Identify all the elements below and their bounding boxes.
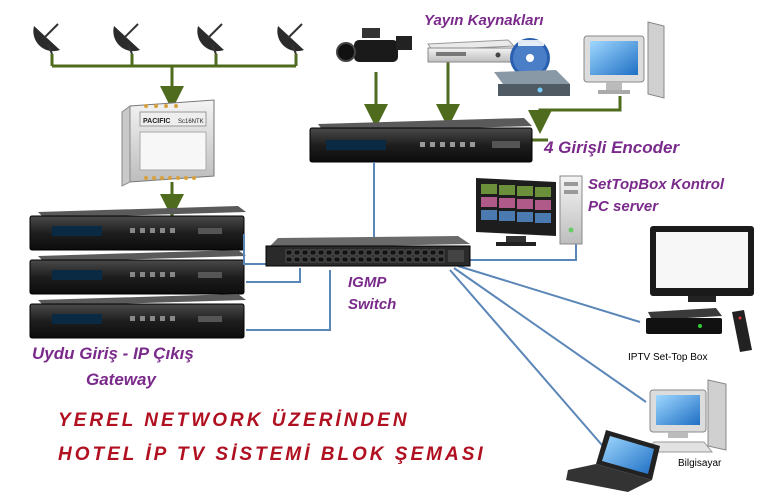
desktop-computer-icon <box>583 21 665 99</box>
camcorder-icon <box>336 28 412 62</box>
multi-view-monitor-icon <box>476 178 556 246</box>
igmp-switch-device <box>265 236 471 267</box>
multiswitch-brand: PACIFIC <box>143 118 170 125</box>
bluray-disc-icon <box>510 38 550 78</box>
dvd-player-icon <box>427 39 516 63</box>
title-line-2: HOTEL İP TV SİSTEMİ BLOK ŞEMASI <box>58 444 486 465</box>
label-settopbox-kontrol: SetTopBox Kontrol <box>588 176 725 193</box>
desktop-computer-icon <box>644 379 727 453</box>
label-iptv-set-top-box: IPTV Set-Top Box <box>628 352 708 363</box>
gateway-rack-unit <box>29 250 246 295</box>
set-top-box-icon <box>646 308 722 334</box>
label-gateway: Gateway <box>86 370 156 389</box>
laptop-icon <box>566 430 660 492</box>
label-uydu-giris: Uydu Giriş - IP Çıkış <box>32 344 194 363</box>
satellite-cabling <box>50 54 622 218</box>
label-encoder: 4 Girişli Encoder <box>544 138 680 157</box>
multiswitch-model: Sc16NTK <box>178 119 204 125</box>
label-pc-server: PC server <box>588 198 659 215</box>
label-yayin-kaynaklari: Yayın Kaynakları <box>424 12 544 29</box>
pc-tower-icon <box>559 175 583 245</box>
network-cabling <box>243 162 647 453</box>
television-icon <box>650 226 754 302</box>
satellite-dish-icon <box>33 23 60 55</box>
label-switch: Switch <box>348 296 397 313</box>
encoder-rack-unit <box>309 118 533 163</box>
gateway-rack-unit <box>29 294 246 339</box>
satellite-dish-icon <box>113 23 140 55</box>
satellite-dish-icon <box>277 23 304 55</box>
multiswitch-device: PACIFIC Sc16NTK <box>121 99 215 187</box>
satellite-dish-icon <box>197 23 224 55</box>
label-bilgisayar: Bilgisayar <box>678 458 722 469</box>
title-line-1: YEREL NETWORK ÜZERİNDEN <box>58 410 410 431</box>
label-igmp: IGMP <box>348 274 387 291</box>
gateway-rack-unit <box>29 206 246 251</box>
media-player-icon <box>494 70 570 96</box>
remote-control-icon <box>732 310 752 352</box>
